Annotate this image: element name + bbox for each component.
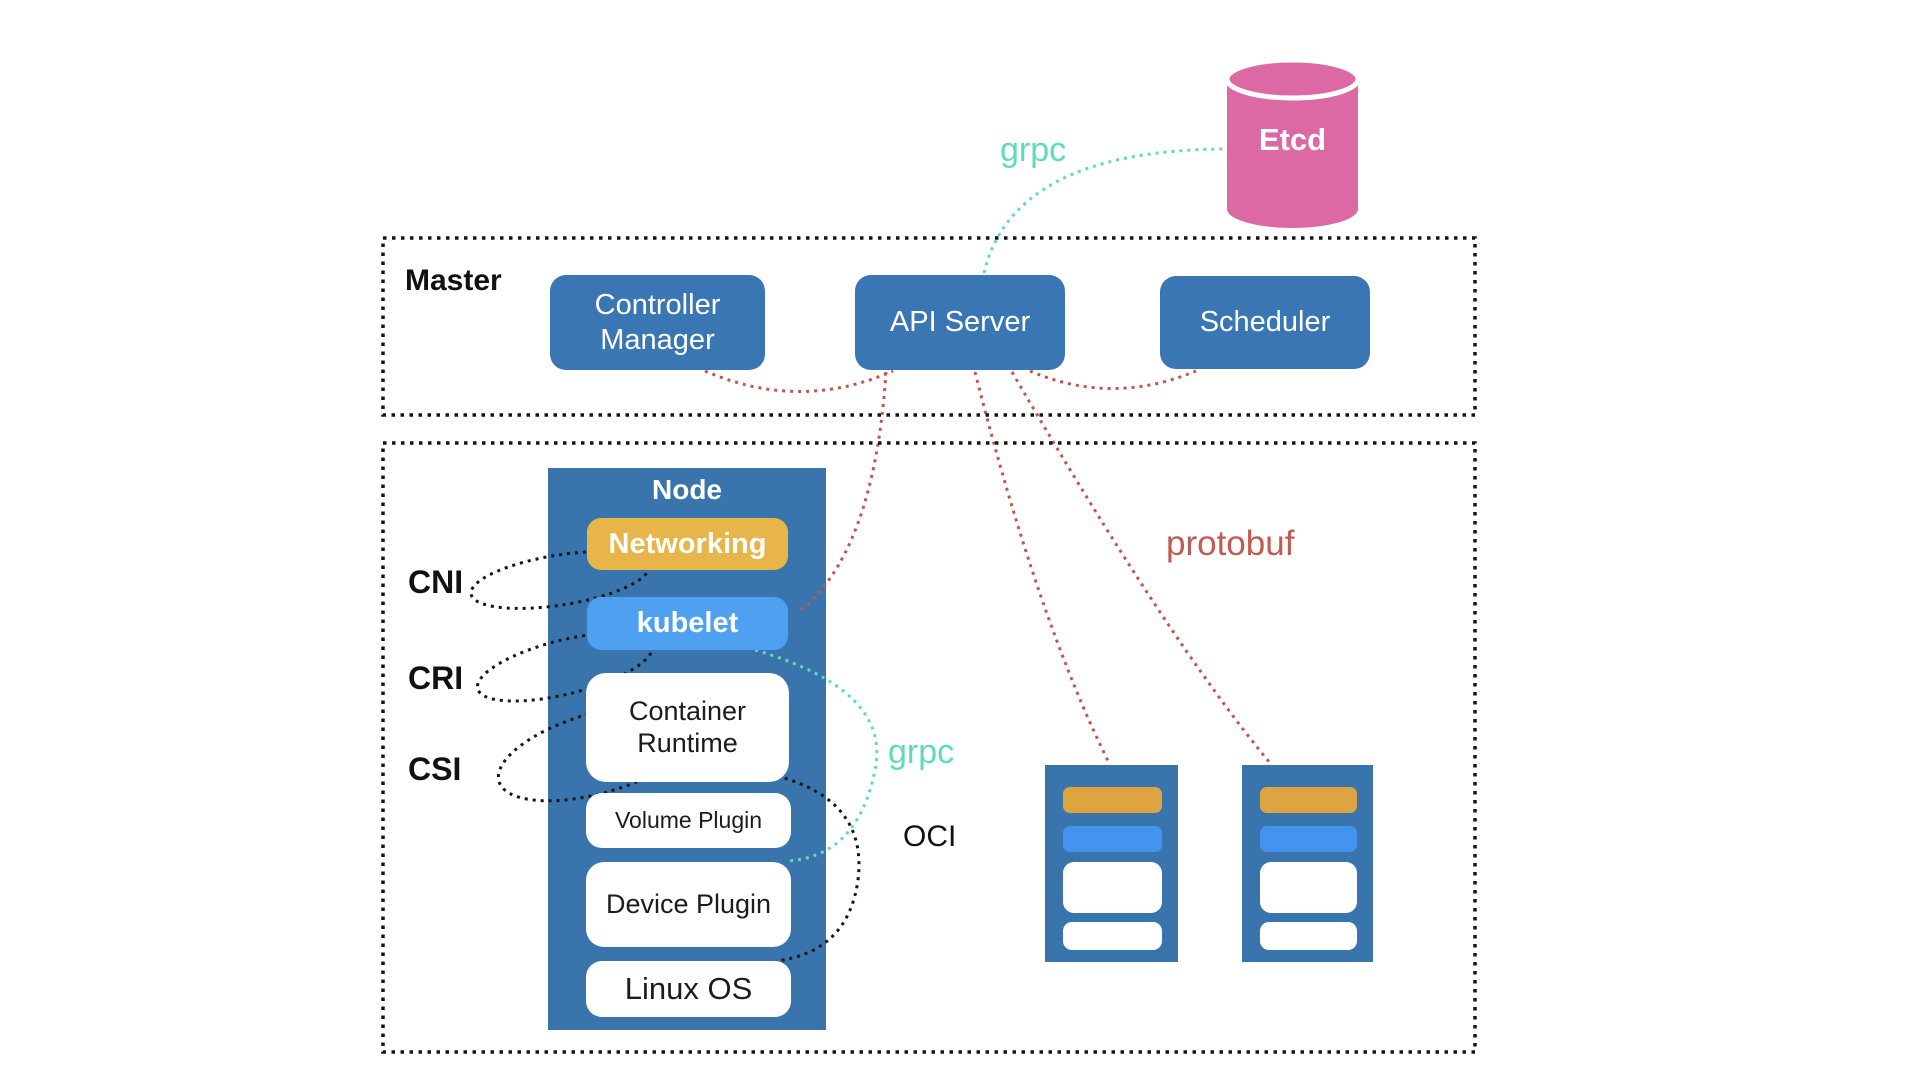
container-runtime-box: Container Runtime (586, 673, 789, 782)
replica-1-kubelet-bar (1063, 826, 1162, 852)
grpc-etcd-connector (982, 147, 1227, 274)
cni-label: CNI (408, 564, 464, 600)
kubelet-label: kubelet (636, 607, 739, 639)
replica-1-networking-bar (1063, 787, 1162, 813)
replica-node-2 (1242, 765, 1373, 962)
api-server-box: API Server (855, 275, 1065, 370)
api-server-label: API Server (889, 306, 1031, 339)
grpc-etcd-label: grpc (1000, 131, 1067, 169)
networking-box: Networking (587, 518, 788, 570)
device-plugin-box: Device Plugin (586, 862, 791, 947)
grpc-cri-connector (754, 648, 879, 863)
protobuf-connectors (704, 369, 1272, 764)
etcd-cylinder-icon (1224, 57, 1361, 228)
grpc-cri-label: grpc (888, 733, 955, 771)
replica-2-os-bar (1260, 922, 1357, 950)
connector-api-replica-node-1 (973, 371, 1111, 764)
networking-label: Networking (608, 527, 767, 560)
replica-node-1 (1045, 765, 1178, 962)
connector-api-kubelet (796, 371, 888, 615)
replica-2-kubelet-bar (1260, 826, 1357, 852)
device-plugin-label: Device Plugin (605, 888, 772, 919)
cri-label: CRI (408, 660, 464, 696)
container-runtime-label: Container Runtime (628, 695, 747, 758)
linux-os-box: Linux OS (586, 961, 791, 1017)
kubelet-box: kubelet (587, 597, 788, 650)
scheduler-box: Scheduler (1160, 276, 1370, 369)
replica-1-os-bar (1063, 922, 1162, 950)
connector-api-scheduler (1029, 369, 1197, 390)
connector-api-controller-manager (704, 369, 894, 393)
oci-label: OCI (903, 820, 957, 853)
controller-manager-box: Controller Manager (550, 275, 765, 370)
connector-api-replica-node-2 (1010, 371, 1272, 764)
controller-manager-label: Controller Manager (594, 289, 721, 356)
master-group-border (381, 236, 1477, 417)
replica-1-runtime-bar (1063, 862, 1162, 913)
csi-label: CSI (408, 751, 462, 787)
master-group-label: Master (405, 264, 502, 297)
replica-2-runtime-bar (1260, 862, 1357, 913)
node-group-border (381, 441, 1477, 1054)
linux-os-label: Linux OS (624, 970, 753, 1006)
volume-plugin-label: Volume Plugin (614, 806, 763, 833)
etcd-label: Etcd (1258, 122, 1327, 157)
node-column-label: Node (652, 474, 722, 505)
scheduler-label: Scheduler (1199, 306, 1331, 339)
replica-2-networking-bar (1260, 787, 1357, 813)
oci-interface-arc (775, 774, 861, 963)
protobuf-label: protobuf (1166, 524, 1295, 563)
volume-plugin-box: Volume Plugin (586, 793, 791, 848)
